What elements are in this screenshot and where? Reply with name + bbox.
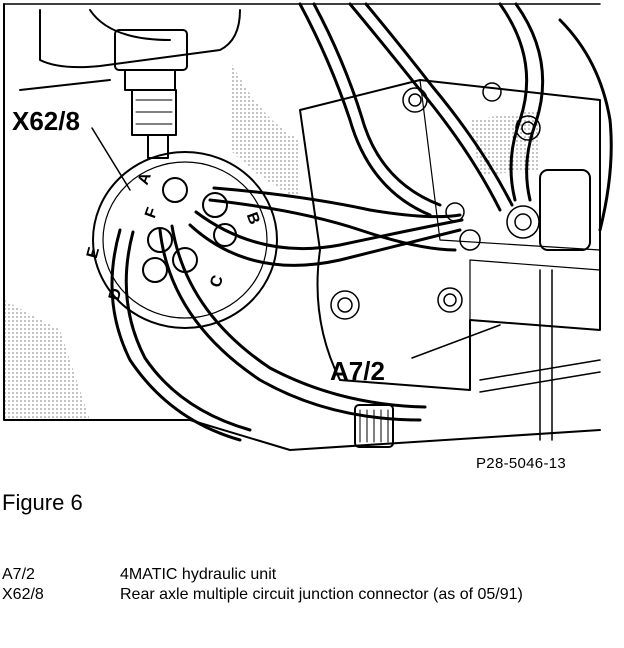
legend-row: X62/8 Rear axle multiple circuit junctio… (2, 585, 560, 605)
pin-label-d: D (106, 287, 125, 303)
legend-code: X62/8 (2, 586, 44, 603)
legend-description: 4MATIC hydraulic unit (120, 566, 277, 583)
legend-code: A7/2 (2, 566, 35, 583)
figure-title: Figure 6 (2, 490, 83, 515)
legend-description: Rear axle multiple circuit junction conn… (120, 586, 523, 603)
legend-row: A7/2 4MATIC hydraulic unit (2, 565, 560, 585)
callout-x62-8: X62/8 (12, 106, 80, 136)
connector-illustration: X62/8 A7/2 A B C D E F (3, 2, 613, 451)
drawing-code: P28-5046-13 (476, 455, 567, 472)
pin-label-f: F (142, 205, 161, 220)
pin-label-b: B (243, 210, 263, 227)
legend: A7/2 4MATIC hydraulic unit X62/8 Rear ax… (2, 565, 560, 605)
pin-label-e: E (84, 245, 103, 260)
callout-a7-2: A7/2 (330, 356, 385, 386)
pin-label-c: C (207, 273, 227, 290)
